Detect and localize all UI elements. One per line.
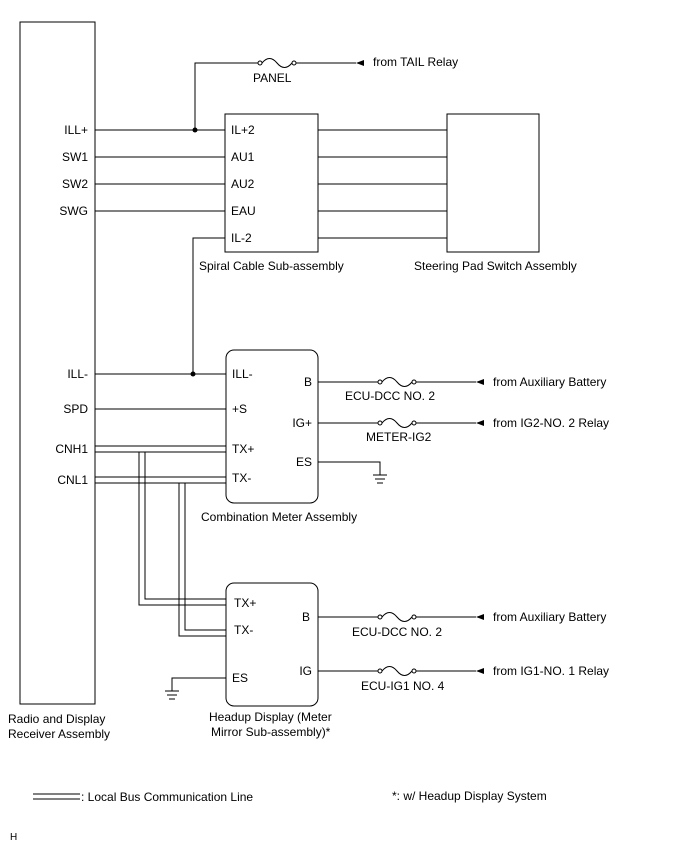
hud-ground-icon — [165, 677, 226, 700]
hud-pin-b: B — [302, 610, 310, 624]
receiver-name-line2: Receiver Assembly — [8, 727, 110, 741]
source-ig1-relay: from IG1-NO. 1 Relay — [493, 664, 609, 678]
headup-display-box — [225, 582, 319, 707]
local-bus-cnh — [95, 445, 226, 606]
meter-pin-tx-plus: TX+ — [232, 442, 254, 456]
meter-pin-ill-minus: ILL- — [232, 367, 253, 381]
local-bus-cnl — [95, 476, 226, 637]
hud-pin-ig: IG — [299, 664, 312, 678]
pin-ill-minus: ILL- — [67, 367, 88, 381]
meter-ig-circuit — [318, 418, 484, 428]
fuse-meter-b: ECU-DCC NO. 2 — [345, 389, 435, 403]
pin-sw2: SW2 — [62, 177, 88, 191]
source-tail-relay: from TAIL Relay — [373, 55, 458, 69]
legend-footnote: *: w/ Headup Display System — [392, 789, 547, 803]
receiver-name-line1: Radio and Display — [8, 712, 105, 726]
legend-bus-line-text: : Local Bus Communication Line — [81, 790, 253, 804]
headup-display-name-line2: Mirror Sub-assembly)* — [211, 725, 331, 739]
spiral-pin-au1: AU1 — [231, 150, 255, 164]
meter-pin-ig-plus: IG+ — [292, 416, 312, 430]
legend-bus-line-icon — [33, 793, 80, 800]
pin-sw1: SW1 — [62, 150, 88, 164]
hud-pin-tx-plus: TX+ — [234, 596, 256, 610]
hud-pin-tx-minus: TX- — [234, 623, 253, 637]
meter-pin-es: ES — [296, 455, 312, 469]
source-aux-battery-2: from Auxiliary Battery — [493, 610, 606, 624]
hud-pin-es: ES — [232, 671, 248, 685]
steering-pad-name: Steering Pad Switch Assembly — [414, 259, 577, 273]
headup-display-name-line1: Headup Display (Meter — [209, 710, 332, 724]
pin-ill-plus: ILL+ — [64, 123, 88, 137]
fuse-meter-ig2: METER-IG2 — [366, 430, 432, 444]
source-aux-battery-1: from Auxiliary Battery — [493, 375, 606, 389]
fuse-panel: PANEL — [253, 71, 292, 85]
spiral-pin-il-plus2: IL+2 — [231, 123, 255, 137]
combination-meter-name: Combination Meter Assembly — [201, 510, 357, 524]
meter-pin-plus-s: +S — [232, 402, 247, 416]
meter-wires — [95, 371, 226, 410]
pin-cnl1: CNL1 — [57, 473, 88, 487]
combination-meter-box — [225, 349, 319, 504]
spiral-pin-eau: EAU — [231, 204, 256, 218]
pin-cnh1: CNH1 — [55, 442, 88, 456]
spiral-cable-box — [224, 113, 319, 253]
hud-ig-circuit — [318, 666, 484, 676]
pin-swg: SWG — [59, 204, 88, 218]
spiral-pin-au2: AU2 — [231, 177, 255, 191]
meter-pin-tx-minus: TX- — [232, 471, 251, 485]
steering-pad-box — [446, 113, 540, 253]
source-ig2-relay: from IG2-NO. 2 Relay — [493, 416, 609, 430]
corner-mark: H — [10, 832, 17, 843]
spiral-pin-il-minus2: IL-2 — [231, 231, 252, 245]
hud-b-circuit — [318, 612, 484, 622]
spiral-wires — [95, 129, 447, 374]
spiral-cable-name: Spiral Cable Sub-assembly — [199, 259, 344, 273]
pin-spd: SPD — [63, 402, 88, 416]
receiver-box — [19, 21, 96, 705]
meter-ground-icon — [318, 461, 387, 484]
meter-pin-b: B — [304, 375, 312, 389]
fuse-hud-b: ECU-DCC NO. 2 — [352, 625, 442, 639]
meter-b-circuit — [318, 377, 484, 387]
fuse-hud-ig1: ECU-IG1 NO. 4 — [361, 679, 445, 693]
